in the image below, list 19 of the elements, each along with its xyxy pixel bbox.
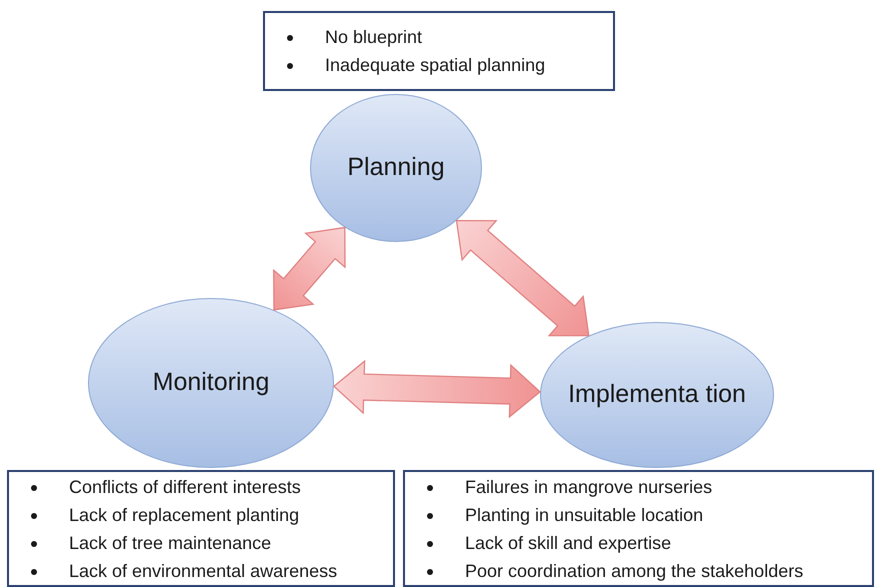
bullet-item: Lack of tree maintenance	[68, 532, 272, 554]
bullet-item: Lack of skill and expertise	[464, 532, 672, 555]
bullet-item: Poor coordination among the stakeholders	[464, 560, 804, 583]
stage-label: Implementa tion	[568, 379, 746, 410]
bullet-item: Planting in unsuitable location	[464, 504, 704, 527]
stage-label: Planning	[347, 152, 445, 184]
double-arrow	[332, 360, 542, 418]
issue-list-box	[263, 11, 615, 91]
bullet-item: Lack of replacement planting	[68, 504, 300, 527]
double-arrow	[273, 226, 346, 311]
bullet-item: No blueprint	[324, 26, 422, 49]
issue-list-box	[403, 470, 874, 587]
issue-list-box	[7, 470, 395, 587]
bullet-item: Failures in mangrove nurseries	[464, 476, 712, 499]
stage-label: Monitoring	[152, 367, 270, 398]
double-arrow	[456, 220, 590, 336]
bullet-item: Lack of environmental awareness	[68, 560, 338, 582]
bullet-item: Inadequate spatial planning	[324, 54, 546, 77]
bullet-item: Conflicts of different interests	[68, 476, 301, 498]
